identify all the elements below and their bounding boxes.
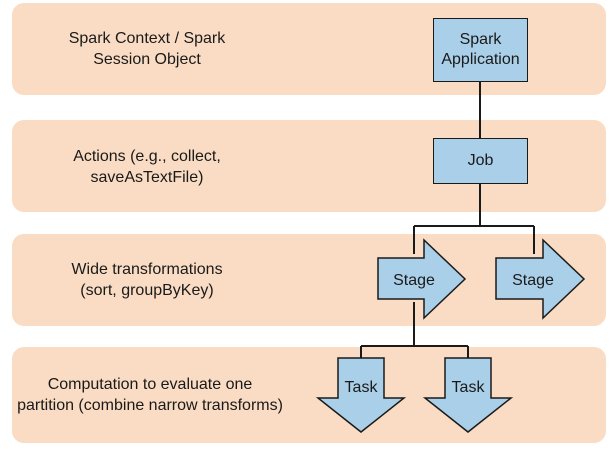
task-2-arrow-shape [422, 357, 514, 433]
task-2-label: Task [452, 379, 486, 396]
task-1-arrow-shape [315, 357, 407, 433]
layer-label-actions: Actions (e.g., collect, saveAsTextFile) [73, 148, 221, 186]
task-1-label: Task [345, 379, 379, 396]
stage-2-label: Stage [512, 272, 554, 289]
stage-2-arrow-shape [495, 238, 586, 320]
job-node: Job [433, 138, 528, 184]
stage-1-label: Stage [393, 272, 435, 289]
layer-band-computation [12, 347, 606, 443]
layer-label-computation: Computation to evaluate one partition (c… [17, 376, 283, 414]
layer-label-session: Spark Context / Spark Session Object [68, 30, 226, 68]
spark-application-node: Spark Application [433, 18, 528, 82]
stage-1-arrow-shape [377, 238, 467, 320]
layer-label-wide-transformations: Wide transformations (sort, groupByKey) [71, 261, 223, 299]
